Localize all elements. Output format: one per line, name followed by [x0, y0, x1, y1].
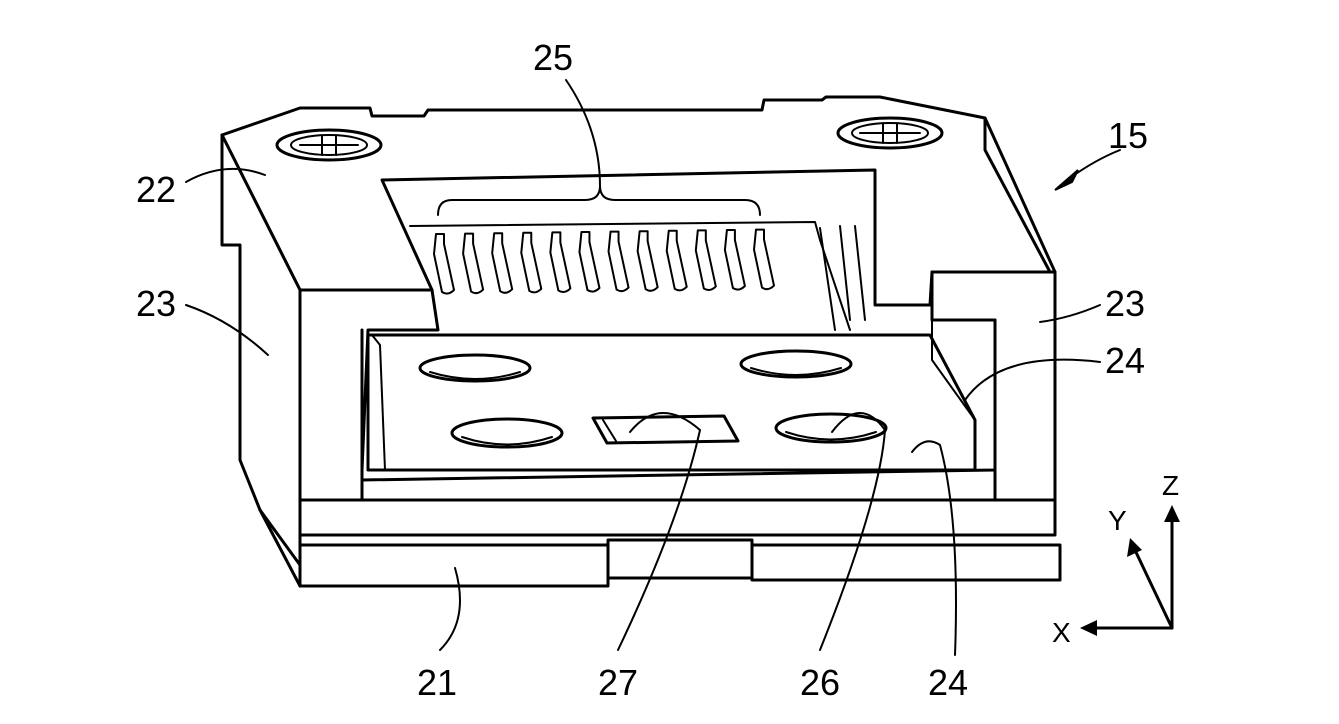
label-21: 21 [417, 662, 457, 703]
front-frame [298, 498, 1057, 537]
label-23-right: 23 [1105, 283, 1145, 324]
x-arrow-icon [1080, 620, 1097, 636]
y-arrow-icon [1127, 538, 1142, 557]
label-24-lower: 24 [928, 662, 968, 703]
label-15: 15 [1108, 115, 1148, 156]
terminal-pin [549, 231, 572, 293]
hole-top-right [739, 349, 853, 379]
base-plate-center [606, 538, 754, 580]
terminal-pin [694, 229, 717, 291]
leader-22 [185, 167, 266, 183]
y-axis-line [1132, 546, 1174, 630]
terminal-pin [462, 232, 485, 295]
label-23-left: 23 [136, 283, 176, 324]
label-27: 27 [598, 662, 638, 703]
terminal-pin [578, 231, 601, 293]
recess-ribs [819, 225, 866, 331]
label-26: 26 [800, 662, 840, 703]
bracket-25 [437, 185, 761, 216]
terminal-pin [723, 229, 746, 291]
terminal-pin [433, 233, 455, 295]
axis-triad: Z Y X [1052, 470, 1180, 648]
terminal-pin [753, 228, 775, 291]
hole-bottom-right [774, 412, 888, 444]
axis-label-y: Y [1108, 505, 1127, 536]
axis-label-z: Z [1162, 470, 1179, 501]
label-25: 25 [533, 37, 573, 78]
base-plate-left [298, 543, 610, 588]
connector-body [220, 95, 1062, 588]
leader-24-lower [911, 440, 957, 656]
terminal-pin [607, 230, 630, 293]
hole-bottom-left [450, 417, 564, 449]
leader-23-right [1039, 304, 1101, 323]
reference-numerals: 25 15 22 23 23 24 21 27 26 24 [136, 37, 1148, 703]
hole-top-left [418, 353, 532, 383]
axis-label-x: X [1052, 617, 1071, 648]
label-22: 22 [136, 169, 176, 210]
terminal-pin [665, 229, 688, 292]
leader-lines [185, 79, 1121, 656]
floor-openings [418, 349, 888, 449]
leader-23-left [185, 304, 269, 356]
terminal-row [433, 228, 775, 295]
leader-26 [819, 412, 886, 651]
right-side-edge [983, 116, 1052, 274]
terminal-pin [491, 232, 514, 294]
screw-heads [275, 116, 944, 162]
base-plate-right [750, 543, 1062, 582]
cavity-left-rim [371, 334, 386, 471]
terminal-pin [520, 231, 543, 294]
base-left-edge [258, 508, 302, 588]
cavity-right-wall [929, 319, 976, 471]
terminal-pin [636, 230, 659, 292]
label-24-upper: 24 [1105, 340, 1145, 381]
terminal-recess [381, 169, 876, 331]
top-face [220, 95, 1057, 307]
z-arrow-icon [1164, 505, 1180, 522]
leader-27 [617, 412, 701, 651]
cavity-inner-rim [360, 318, 997, 482]
leader-21 [439, 567, 461, 651]
leader-25 [565, 79, 601, 187]
leader-24-upper [964, 358, 1101, 401]
